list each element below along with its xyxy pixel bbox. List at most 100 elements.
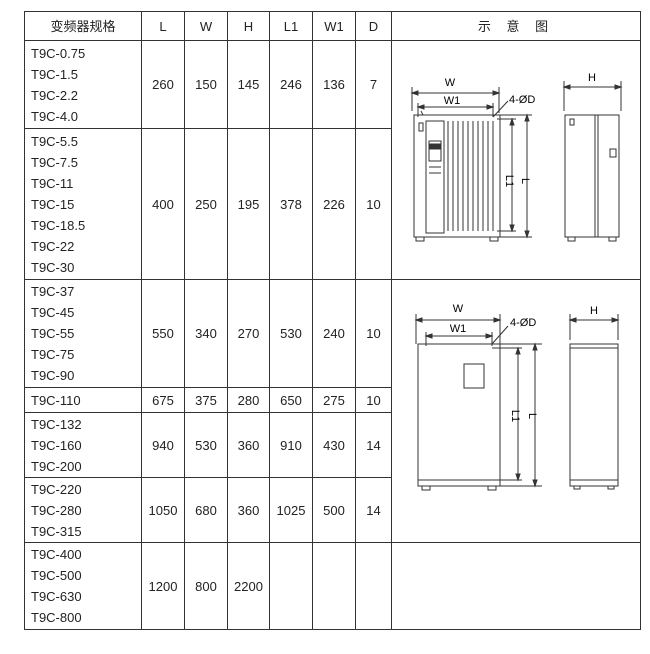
model-name: T9C-315	[31, 523, 82, 539]
cell-W: 800	[184, 542, 228, 630]
cell-L1: 530	[269, 279, 313, 388]
header-spec: 变频器规格	[24, 11, 142, 41]
cell-D: 7	[355, 40, 392, 129]
model-name: T9C-400	[31, 547, 82, 562]
model-name: T9C-37	[31, 284, 75, 299]
model-name: T9C-110	[31, 392, 81, 408]
cell-L: 1200	[141, 542, 185, 630]
table-row: T9C-220 T9C-280 T9C-315 1050 680 360 102…	[24, 477, 641, 543]
model-name: T9C-18.5	[31, 217, 86, 233]
cell-W: 340	[184, 279, 228, 388]
cell-L: 1050	[141, 477, 185, 543]
model-name: T9C-132	[31, 416, 82, 432]
table-row: T9C-132 T9C-160 T9C-200 940 530 360 910 …	[24, 412, 641, 478]
cell-L: 260	[141, 40, 185, 129]
model-list: T9C-0.75 T9C-1.5 T9C-2.2 T9C-4.0	[24, 40, 142, 129]
header-row: 变频器规格 L W H L1 W1 D 示 意 图	[24, 11, 641, 41]
model-list: T9C-400 T9C-500 T9C-630 T9C-800	[24, 542, 142, 630]
model-list: T9C-37 T9C-45 T9C-55 T9C-75 T9C-90	[24, 279, 142, 388]
label-W: W	[445, 77, 456, 89]
model-name: T9C-22	[31, 238, 75, 254]
label-hole: 4-ØD	[509, 94, 535, 106]
model-name: T9C-5.5	[31, 133, 78, 149]
model-name: T9C-800	[31, 610, 82, 625]
model-list: T9C-220 T9C-280 T9C-315	[24, 477, 142, 543]
cell-D: 10	[355, 128, 392, 280]
cell-H: 360	[227, 477, 270, 543]
cell-W: 250	[184, 128, 228, 280]
table-row: T9C-37 T9C-45 T9C-55 T9C-75 T9C-90 550 3…	[24, 279, 641, 543]
model-name: T9C-11	[31, 175, 74, 191]
label-H: H	[590, 305, 598, 317]
model-name: T9C-280	[31, 502, 82, 518]
model-name: T9C-7.5	[31, 154, 78, 170]
cell-H: 360	[227, 412, 270, 478]
label-L1: L1	[503, 175, 515, 187]
cell-D: 10	[355, 279, 392, 388]
model-name: T9C-55	[31, 326, 75, 341]
table-row: T9C-0.75 T9C-1.5 T9C-2.2 T9C-4.0 260 150…	[24, 40, 641, 280]
cell-L: 675	[141, 387, 185, 413]
model-name: T9C-0.75	[31, 45, 86, 61]
cell-L: 940	[141, 412, 185, 478]
header-L: L	[141, 11, 185, 41]
cell-W1: 226	[312, 128, 356, 280]
model-list: T9C-132 T9C-160 T9C-200	[24, 412, 142, 478]
cell-W1: 430	[312, 412, 356, 478]
cell-H: 195	[227, 128, 270, 280]
cell-L1: 650	[269, 387, 313, 413]
cell-L1: 1025	[269, 477, 313, 543]
cell-H: 280	[227, 387, 270, 413]
cell-L: 400	[141, 128, 185, 280]
cell-W: 150	[184, 40, 228, 129]
table-row: T9C-5.5 T9C-7.5 T9C-11 T9C-15 T9C-18.5 T…	[24, 128, 641, 280]
cell-H: 270	[227, 279, 270, 388]
diagram-small-cabinet: W W1 4-ØD L1 L H	[391, 40, 641, 280]
model-name: T9C-160	[31, 437, 82, 453]
cell-L1	[269, 542, 313, 630]
cell-D: 14	[355, 412, 392, 478]
model-name: T9C-2.2	[31, 87, 78, 103]
cell-D: 10	[355, 387, 392, 413]
model-name: T9C-220	[31, 481, 82, 497]
label-hole: 4-ØD	[510, 317, 536, 329]
label-W1: W1	[444, 95, 461, 107]
cell-W1	[312, 542, 356, 630]
cell-W1: 240	[312, 279, 356, 388]
cell-W: 530	[184, 412, 228, 478]
model-name: T9C-90	[31, 368, 75, 383]
header-H: H	[227, 11, 270, 41]
cell-W1: 275	[312, 387, 356, 413]
cell-W: 680	[184, 477, 228, 543]
header-diagram: 示 意 图	[391, 11, 641, 41]
model-name: T9C-30	[31, 259, 75, 275]
cell-L: 550	[141, 279, 185, 388]
model-name: T9C-200	[31, 458, 82, 474]
dimension-table: 变频器规格 L W H L1 W1 D 示 意 图 T9C-0.75 T9C-1…	[24, 11, 641, 630]
model-name: T9C-1.5	[31, 66, 78, 82]
label-L: L	[526, 413, 538, 419]
cell-W1: 500	[312, 477, 356, 543]
cell-L1: 910	[269, 412, 313, 478]
model-list: T9C-110	[24, 387, 142, 413]
label-L: L	[519, 178, 531, 184]
small-cabinet-drawing: W W1 4-ØD L1 L H	[410, 72, 623, 242]
model-name: T9C-4.0	[31, 108, 78, 124]
model-name: T9C-630	[31, 589, 82, 604]
cell-W: 375	[184, 387, 228, 413]
table-row: T9C-110 675 375 280 650 275 10	[24, 387, 641, 413]
cell-D	[355, 542, 392, 630]
diagram-empty-cell	[391, 542, 641, 630]
table-row: T9C-400 T9C-500 T9C-630 T9C-800 1200 800…	[24, 542, 641, 630]
header-L1: L1	[269, 11, 313, 41]
model-list: T9C-5.5 T9C-7.5 T9C-11 T9C-15 T9C-18.5 T…	[24, 128, 142, 280]
model-name: T9C-75	[31, 347, 75, 362]
cell-W1: 136	[312, 40, 356, 129]
header-W: W	[184, 11, 228, 41]
large-cabinet-drawing: W W1 4-ØD L1 L H	[414, 303, 620, 491]
model-name: T9C-45	[31, 305, 75, 320]
dimension-table-sheet: 变频器规格 L W H L1 W1 D 示 意 图 T9C-0.75 T9C-1…	[24, 11, 641, 630]
label-W1: W1	[450, 323, 467, 335]
diagram-large-cabinet: W W1 4-ØD L1 L H	[391, 279, 641, 543]
model-name: T9C-15	[31, 196, 75, 212]
